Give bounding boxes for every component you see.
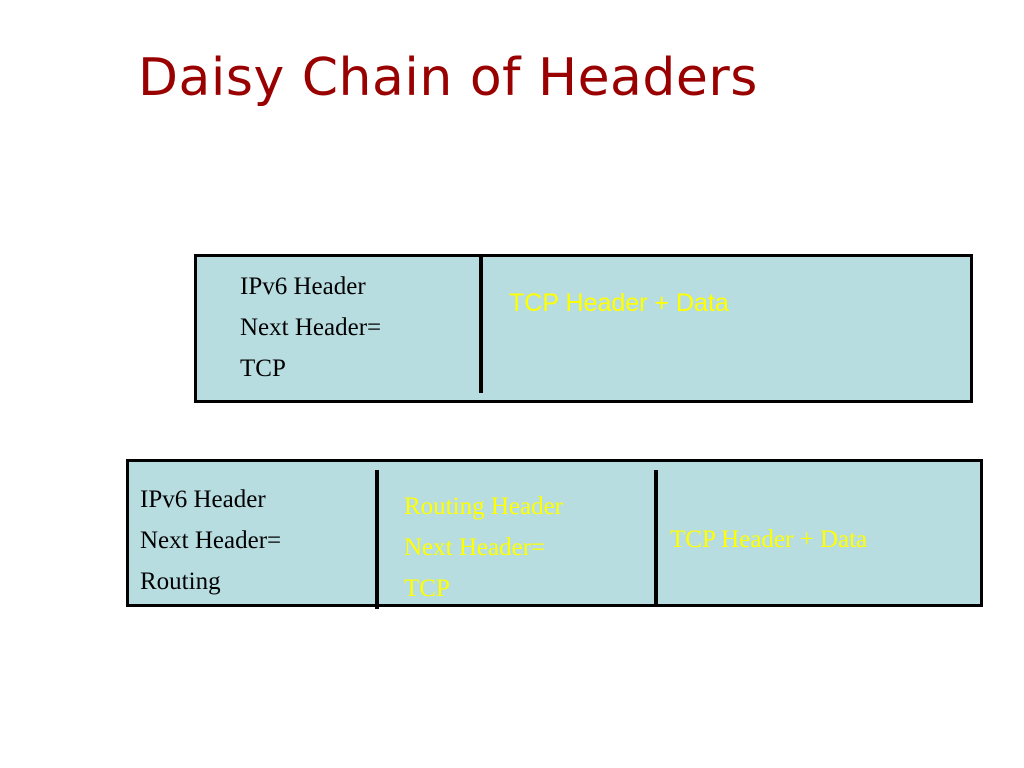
packet-ipv6-routing-tcp: IPv6 Header Next Header= Routing Routing… (126, 459, 983, 609)
ipv6-header-cell: IPv6 Header Next Header= Routing (140, 479, 281, 602)
cell-line: Routing (140, 568, 221, 595)
cell-line: Routing Header (404, 493, 563, 520)
ipv6-header-cell: IPv6 Header Next Header= TCP (240, 266, 381, 389)
cell-line: TCP (404, 575, 450, 602)
cell-line: IPv6 Header (240, 273, 366, 300)
cell-line: Next Header= (404, 534, 546, 561)
cell-line: IPv6 Header (140, 486, 266, 513)
cell-divider (375, 470, 379, 609)
tcp-data-cell: TCP Header + Data (509, 288, 729, 318)
cell-line: TCP Header + Data (509, 289, 729, 317)
cell-line: Next Header= (240, 314, 382, 341)
packet-ipv6-tcp: IPv6 Header Next Header= TCP TCP Header … (194, 254, 973, 403)
tcp-data-cell: TCP Header + Data (670, 519, 867, 560)
cell-divider (479, 257, 483, 393)
cell-divider (654, 470, 658, 607)
routing-header-cell: Routing Header Next Header= TCP (404, 486, 563, 609)
cell-line: TCP (240, 355, 286, 382)
slide-title: Daisy Chain of Headers (138, 48, 758, 108)
cell-line: TCP Header + Data (670, 526, 868, 553)
cell-line: Next Header= (140, 527, 282, 554)
